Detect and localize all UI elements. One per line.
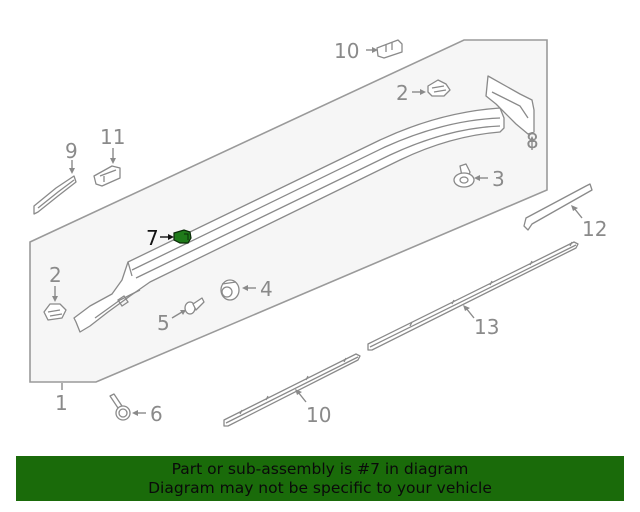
part-12-molding-strip — [223, 353, 361, 427]
callout-9: 9 — [65, 139, 78, 163]
callout-10-left: 11 — [100, 125, 125, 149]
part-6-bolt — [109, 393, 131, 421]
callout-5: 5 — [157, 311, 170, 335]
callout-6: 6 — [150, 402, 163, 426]
callout-2-top: 2 — [396, 81, 409, 105]
part-2-clip-top — [427, 79, 451, 97]
part-info-banner: Part or sub-assembly is #7 in diagram Di… — [16, 456, 624, 501]
callout-13: 13 — [474, 315, 499, 339]
banner-line-part-number: Part or sub-assembly is #7 in diagram — [171, 460, 469, 478]
callout-10-top: 10 — [334, 39, 359, 63]
part-5-screw — [184, 297, 205, 315]
rocker-molding-rail — [73, 107, 505, 333]
callout-12: 10 — [306, 403, 331, 427]
callout-11: 12 — [582, 217, 607, 241]
part-4-grommet — [220, 279, 240, 301]
callout-3: 3 — [492, 167, 505, 191]
callout-8: 8 — [526, 129, 539, 153]
part-10-clip-left — [93, 165, 121, 187]
part-7-clip-highlighted[interactable] — [173, 229, 192, 244]
part-8-bracket — [485, 75, 535, 135]
banner-line-disclaimer: Diagram may not be specific to your vehi… — [148, 479, 492, 497]
part-10-clip-top — [376, 39, 403, 59]
part-11-trim-strip — [523, 183, 593, 231]
callout-1: 1 — [55, 391, 68, 415]
callout-4: 4 — [260, 277, 273, 301]
callout-2-left: 2 — [49, 263, 62, 287]
callout-7[interactable]: 7 — [146, 226, 159, 250]
part-9-strip — [33, 175, 77, 215]
part-2-clip-left — [43, 303, 67, 321]
part-3-screw — [453, 163, 475, 188]
part-13-molding-strip — [367, 241, 579, 351]
